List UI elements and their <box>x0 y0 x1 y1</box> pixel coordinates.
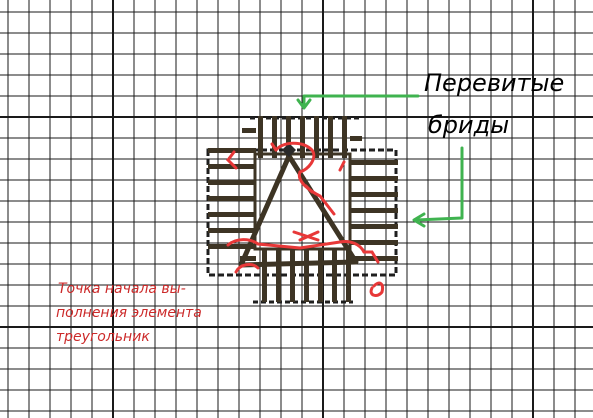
twisted-bars-label-line1: Перевитые <box>424 69 565 97</box>
stitch-bar-top <box>286 116 291 158</box>
callout-arrows <box>296 94 464 228</box>
stitch-bar-left <box>208 212 256 217</box>
stitch-bar-right <box>350 240 398 245</box>
stitch-bar-bottom <box>276 250 281 302</box>
stitch-bar-right <box>350 224 398 229</box>
stitch-bar-right <box>350 176 398 181</box>
stitch-bar-left <box>208 196 256 201</box>
stitch-bar-top <box>314 116 319 158</box>
stitch-bar-right <box>350 192 398 197</box>
start-point-label-line1: Точка начала вы- <box>58 281 186 297</box>
start-point-label-line3: треугольник <box>56 329 150 345</box>
stitch-bar-right <box>350 160 398 165</box>
stitch-bar-right <box>350 208 398 213</box>
stitch-bar-left <box>208 228 256 233</box>
triangle-element <box>238 143 359 268</box>
stitch-corner <box>242 128 256 133</box>
stitch-bar-left <box>208 244 256 249</box>
stitch-bar-bottom <box>346 250 351 302</box>
working-thread-path <box>226 141 384 297</box>
stitch-bar-bottom <box>290 250 295 302</box>
stitch-corner <box>350 136 362 141</box>
start-point-label-line2: полнения элемента <box>56 305 202 321</box>
stitch-bar-bottom <box>332 250 337 302</box>
stitch-bar-bottom <box>262 250 267 302</box>
stitch-corner <box>240 256 256 261</box>
stitch-bar-top <box>300 116 305 158</box>
twisted-bar-stitches <box>208 116 398 302</box>
stitch-bar-top <box>328 116 333 158</box>
stitch-bar-top <box>342 116 347 158</box>
twisted-bars-label-line2: бриды <box>428 111 510 139</box>
stitch-bar-left <box>208 148 256 153</box>
stitch-bar-left <box>208 164 256 169</box>
stitch-corner <box>350 256 364 261</box>
stitch-bar-left <box>208 180 256 185</box>
stitch-bar-bottom <box>318 250 323 302</box>
stitch-bar-top <box>258 116 263 158</box>
stitch-bar-bottom <box>304 250 309 302</box>
stitch-bar-top <box>272 116 277 158</box>
stitch-bar-right <box>350 256 398 261</box>
